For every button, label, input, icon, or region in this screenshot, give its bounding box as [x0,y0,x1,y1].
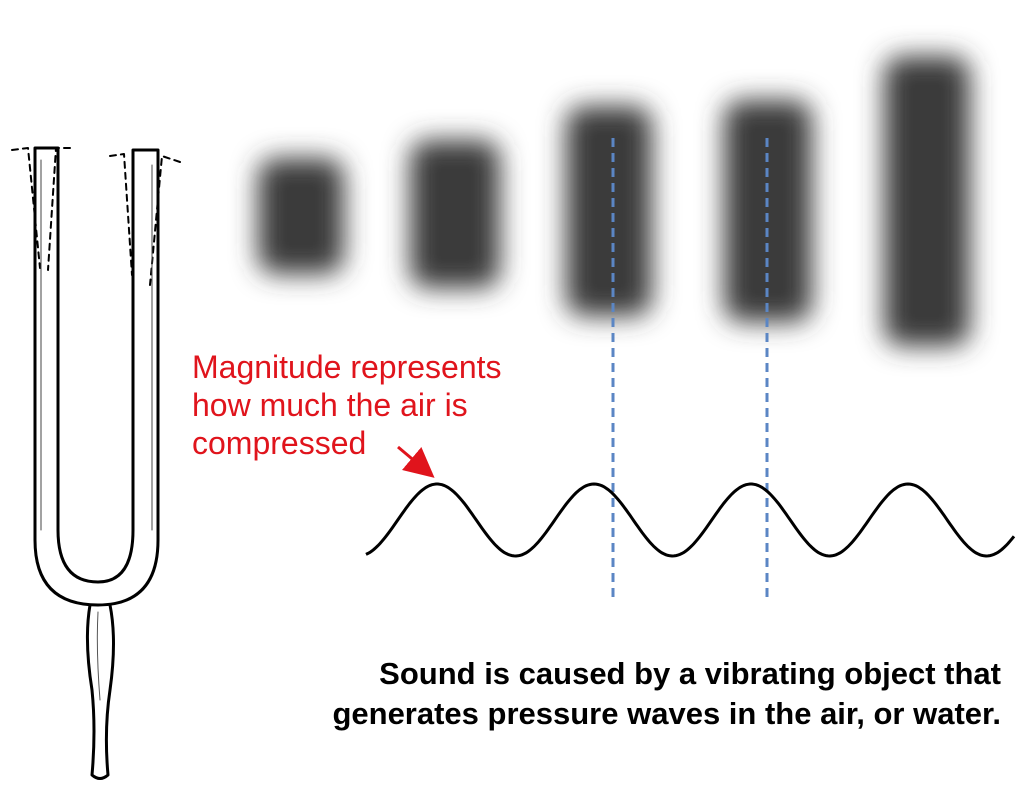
annotation-line: compressed [192,425,367,461]
fork-stem [85,603,115,780]
fork-body [33,146,160,607]
sine-wave [365,482,1016,558]
compression-bands [258,56,970,346]
compression-band [410,140,500,288]
compression-band [724,100,812,322]
annotation-arrow [397,445,435,478]
tuning-fork-icon [11,146,181,780]
caption: Sound is caused by a vibrating object th… [181,654,1001,734]
caption-line: Sound is caused by a vibrating object th… [379,656,1001,691]
compression-band [884,56,970,346]
annotation-line: Magnitude represents [192,349,502,385]
magnitude-annotation: Magnitude represents how much the air is… [192,348,572,462]
dashed-guides [611,138,769,602]
annotation-line: how much the air is [192,387,468,423]
fork-vibration-outline-right [109,153,181,286]
compression-band [258,158,344,274]
compression-band [566,106,652,316]
caption-line: generates pressure waves in the air, or … [332,696,1001,731]
